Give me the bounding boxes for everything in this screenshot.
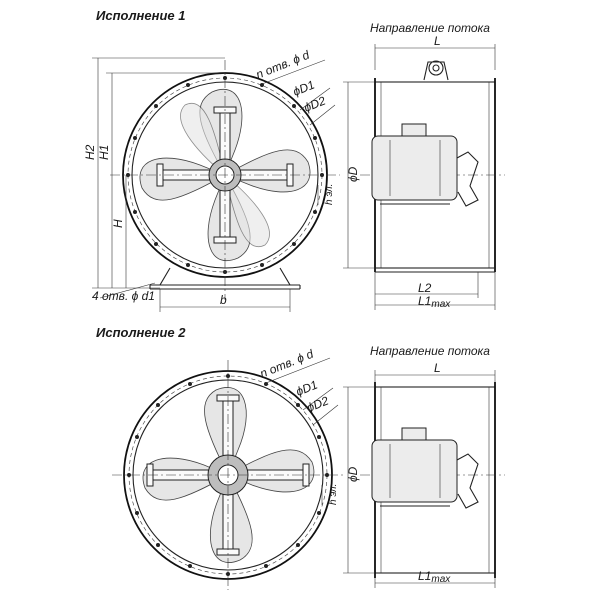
variant-2: Исполнение 2 (96, 325, 505, 590)
length-l1-label: L1max (418, 569, 451, 585)
dimension-lines-1 (92, 57, 336, 312)
length-l2-label: L2 (418, 281, 432, 295)
support-feet (149, 267, 301, 290)
variant-2-title: Исполнение 2 (96, 325, 186, 340)
d2-label: ϕD2 (305, 393, 331, 414)
d1-label: ϕD1 (291, 78, 317, 99)
bolt-holes (127, 374, 329, 576)
motor (371, 135, 458, 201)
diameter-d-label: ϕD (346, 466, 360, 482)
holes-n-label: n отв. ϕ d (254, 48, 312, 82)
lifting-eye (428, 60, 444, 76)
length-l-label: L (434, 34, 441, 48)
dimension-lines-2 (265, 357, 339, 505)
variant-1-title: Исполнение 1 (96, 8, 186, 23)
d2-label: ϕD2 (302, 93, 328, 114)
terminal-box (401, 427, 427, 441)
length-l-label: L (434, 361, 441, 375)
side-view-1: Направление потока L (343, 21, 505, 310)
diameter-d-label: ϕD (346, 166, 360, 182)
terminal-box (401, 123, 427, 137)
h2-label: H2 (83, 144, 97, 160)
h-el-label: h эл. (328, 484, 339, 505)
motor (371, 439, 458, 503)
holes-n-label: n отв. ϕ d (258, 347, 316, 381)
variant-1: Исполнение 1 (83, 8, 505, 312)
flow-direction-label: Направление потока (370, 344, 490, 358)
length-l1-label: L1max (418, 294, 451, 310)
front-view-2: n отв. ϕ d ϕD1 ϕD2 h эл. (112, 347, 344, 590)
h-label: H (111, 219, 125, 228)
holes-4-label: 4 отв. ϕ d1 (92, 289, 155, 303)
front-view-1: n отв. ϕ d ϕD1 ϕD2 H2 H1 H h эл. 4 отв. … (83, 48, 340, 312)
flow-direction-label: Направление потока (370, 21, 490, 35)
d1-label: ϕD1 (294, 378, 320, 399)
h-el-label: h эл. (324, 184, 335, 205)
h1-label: H1 (97, 145, 111, 160)
b-label: b (220, 293, 227, 307)
side-view-2: Направление потока L ϕD L1max (343, 344, 505, 588)
